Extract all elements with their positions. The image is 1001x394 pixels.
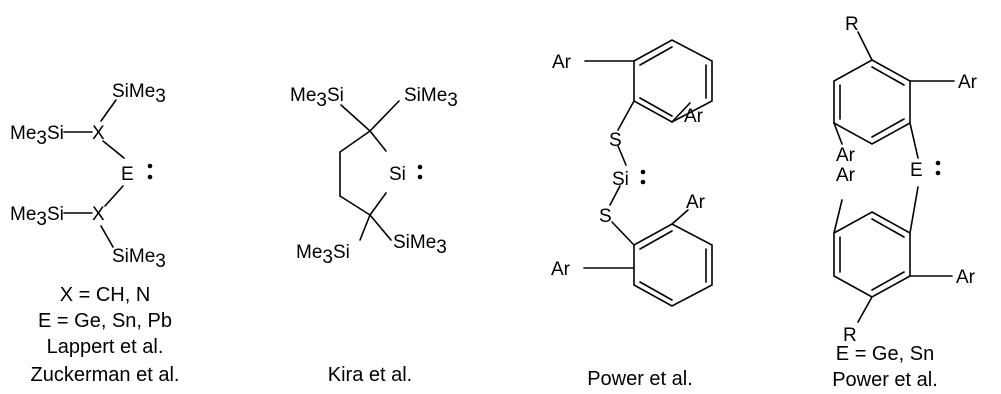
atom-ar: Ar (836, 145, 856, 166)
atom-ar: Ar (836, 165, 856, 186)
atom-me3si-bottom: Me3Si (10, 204, 64, 230)
structure-kira: Me3Si SiMe3 Si Me3Si SiMe3 Kira et al. (290, 85, 458, 386)
caption-line: Zuckerman et al. (31, 364, 180, 386)
lone-pair-dot (417, 164, 423, 170)
atom-x-top: X (92, 123, 105, 144)
atom-e: E (910, 160, 923, 181)
lone-pair-dot (935, 160, 941, 166)
atom-me3si-top: Me3Si (10, 123, 64, 149)
caption-line: X = CH, N (60, 284, 151, 306)
structure-power-ge: R Ar Ar Ar E Ar R E = Ge, Sn Power et al… (832, 14, 977, 391)
atom-si: Si (389, 164, 406, 185)
atom-ar: Ar (684, 106, 704, 127)
bonds (583, 39, 713, 307)
atom-ar: Ar (956, 267, 976, 288)
caption-line: E = Ge, Sn, Pb (38, 310, 172, 332)
atom-si: Si (612, 169, 629, 190)
caption-line: Power et al. (832, 369, 938, 391)
caption-line: E = Ge, Sn (836, 343, 934, 365)
caption-line: Lappert et al. (47, 336, 164, 358)
atom-sime3-bottom: SiMe3 (112, 246, 166, 272)
bonds (63, 99, 125, 248)
atom-me3si-top: Me3Si (290, 85, 344, 111)
bonds (833, 31, 955, 323)
atom-s: S (609, 130, 622, 151)
atom-x-bottom: X (92, 204, 105, 225)
atom-sime3-bottom: SiMe3 (393, 232, 447, 258)
caption-line: Kira et al. (328, 364, 412, 386)
atom-ar: Ar (551, 259, 571, 280)
atom-sime3-top: SiMe3 (404, 85, 458, 111)
atom-ar: Ar (686, 192, 706, 213)
atom-e: E (121, 164, 134, 185)
atom-ar: Ar (552, 52, 572, 73)
lone-pair-dot (640, 169, 646, 175)
lone-pair-dot (640, 179, 646, 185)
lone-pair-dot (417, 174, 423, 180)
caption-line: Power et al. (587, 368, 693, 390)
atom-ar: Ar (958, 72, 978, 93)
lone-pair-dot (147, 163, 153, 169)
atom-s: S (599, 206, 612, 227)
lone-pair-dot (147, 174, 153, 180)
atom-sime3-top: SiMe3 (112, 81, 166, 107)
atom-r: R (845, 14, 859, 35)
structure-power-si: Ar Ar S Si S Ar Ar Power et al. (551, 39, 713, 390)
atom-r: R (843, 325, 857, 346)
atom-me3si-bottom: Me3Si (296, 242, 350, 268)
lone-pair-dot (935, 170, 941, 176)
structure-lappert: Me3Si X SiMe3 E Me3Si X SiMe3 X = CH, N … (10, 81, 179, 386)
bonds (339, 100, 400, 241)
